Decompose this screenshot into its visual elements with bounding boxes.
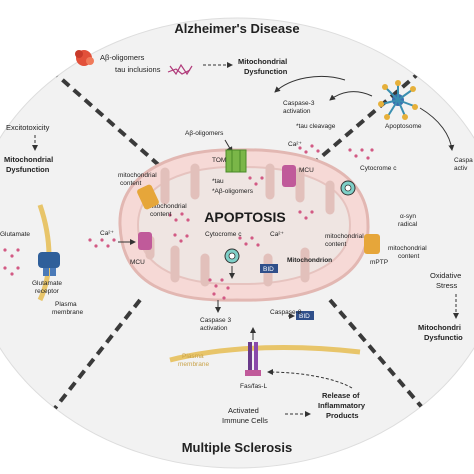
ab-oligomers-label: Aβ-oligomers [100,53,145,62]
caspase3-activation-1: Caspase-3 [283,100,315,107]
mcu-top-label: MCU [299,167,314,174]
mitochondrion [118,148,370,302]
ab-star-label: *Aβ-oligomers [212,188,254,195]
arrow-apoptosome-caspase [329,91,373,101]
mito-content-right-2: content [325,241,347,248]
right-caspase-1: Caspa [454,157,473,164]
ca-center-label: Ca²⁺ [270,231,284,238]
excitotoxicity-label: Excitotoxicity [6,123,50,132]
mptp-channel [364,234,380,254]
tau-cleavage-label: *tau cleavage [296,123,336,130]
caspase3-activation-2: activation [283,108,311,115]
arrow-caspase-to-tau [274,75,346,93]
arrow-apoptosome-to-caspase [419,107,455,151]
tom-channel [225,149,247,173]
left-mito-dysfunction-2: Dysfunction [6,165,50,174]
tau-label: *tau [212,178,224,185]
apoptosome-label: Apoptosome [385,123,422,130]
mito-content-top-1: mitochondrial [118,172,157,179]
mitochondrion-label: Mitochondrion [287,257,332,264]
bid-box-bottom [296,311,314,320]
mito-content-right-1: mitochondrial [325,233,364,240]
bid-top-label: BID [263,266,274,273]
right-caspase-2: activ [454,165,468,172]
mito-content-far-right-2: content [398,253,420,260]
tom-label: TOM [212,157,226,164]
apoptosome-icon [378,80,418,120]
title-multiple-sclerosis: Multiple Sclerosis [182,440,293,455]
ms-caspase3-2: activation [200,325,228,332]
receptor-label-2: receptor [35,288,60,295]
oxidative-stress-1: Oxidative [430,271,461,280]
arrow-release-up [267,369,353,389]
asyn-label-1: α-syn [400,213,416,220]
mito-content-left-1: mitochondrial [148,203,187,210]
ab-oligomers-label-2: Aβ-oligomers [185,130,224,137]
release-1: Release of [322,391,360,400]
plasma-membrane-left-label-2: membrane [52,309,83,316]
ca-particles [3,144,374,300]
cytochrome-c-right-label: Cytocrome c [360,165,397,172]
mito-content-top-2: content [120,180,142,187]
receptor-label-1: Glutamate [32,280,62,287]
immune-cells-1: Activated [228,406,259,415]
release-3: Products [326,411,359,420]
ca-label-top: Ca²⁺ [288,141,302,148]
glutamate-label: Glutamate [0,231,30,238]
tau-inclusions-label: tau inclusions [115,65,161,74]
apoptosis-label: APOPTOSIS [204,209,285,225]
bid-bottom-label: BID [299,313,310,320]
cytochrome-c-icon-center [224,248,240,264]
bid-box-top [260,264,278,273]
mito-content-left-2: content [150,211,172,218]
mcu-channel-left [138,232,152,250]
fas-receptor-icon [245,342,261,376]
mcu-channel-top [282,165,296,187]
asyn-label-2: radical [398,221,418,228]
fas-label: Fas/fas-L [240,383,267,390]
cytochrome-c-icon-right [340,180,356,196]
ms-caspase3-1: Caspase 3 [200,317,231,324]
mito-content-far-right-1: mitochondrial [388,245,427,252]
plasma-membrane-bottom-2: membrane [178,361,209,368]
oxidative-stress-2: Stress [436,281,458,290]
mcu-left-label: MCU [130,259,145,266]
glutamate-receptor-icon [38,252,60,276]
immune-cells-2: Immune Cells [222,416,268,425]
alz-mito-dysfunction-1: Mitochondrial [238,57,287,66]
vdac-channel-left [137,184,159,210]
mptp-label: mPTP [370,259,388,266]
right-mito-dysfunction-2: Dysfunctio [424,333,463,342]
left-mito-dysfunction-1: Mitochondrial [4,155,53,164]
ms-caspase8-label: Caspase-8 [270,309,302,316]
left-ca-label: Ca²⁺ [100,230,114,237]
tau-inclusions-icon [167,63,193,76]
right-mito-dysfunction-1: Mitochondri [418,323,461,332]
plasma-membrane-bottom-1: Plasma [182,353,204,360]
cytochrome-c-center-label: Cytocrome c [205,231,242,238]
release-2: Inflammatory [318,401,366,410]
ab-oligomers-icon [75,50,94,66]
title-alzheimers: Alzheimer's Disease [174,21,299,36]
plasma-membrane-left-label-1: Plasma [55,301,77,308]
alz-mito-dysfunction-2: Dysfunction [244,67,288,76]
plasma-membrane-bottom [169,344,361,363]
